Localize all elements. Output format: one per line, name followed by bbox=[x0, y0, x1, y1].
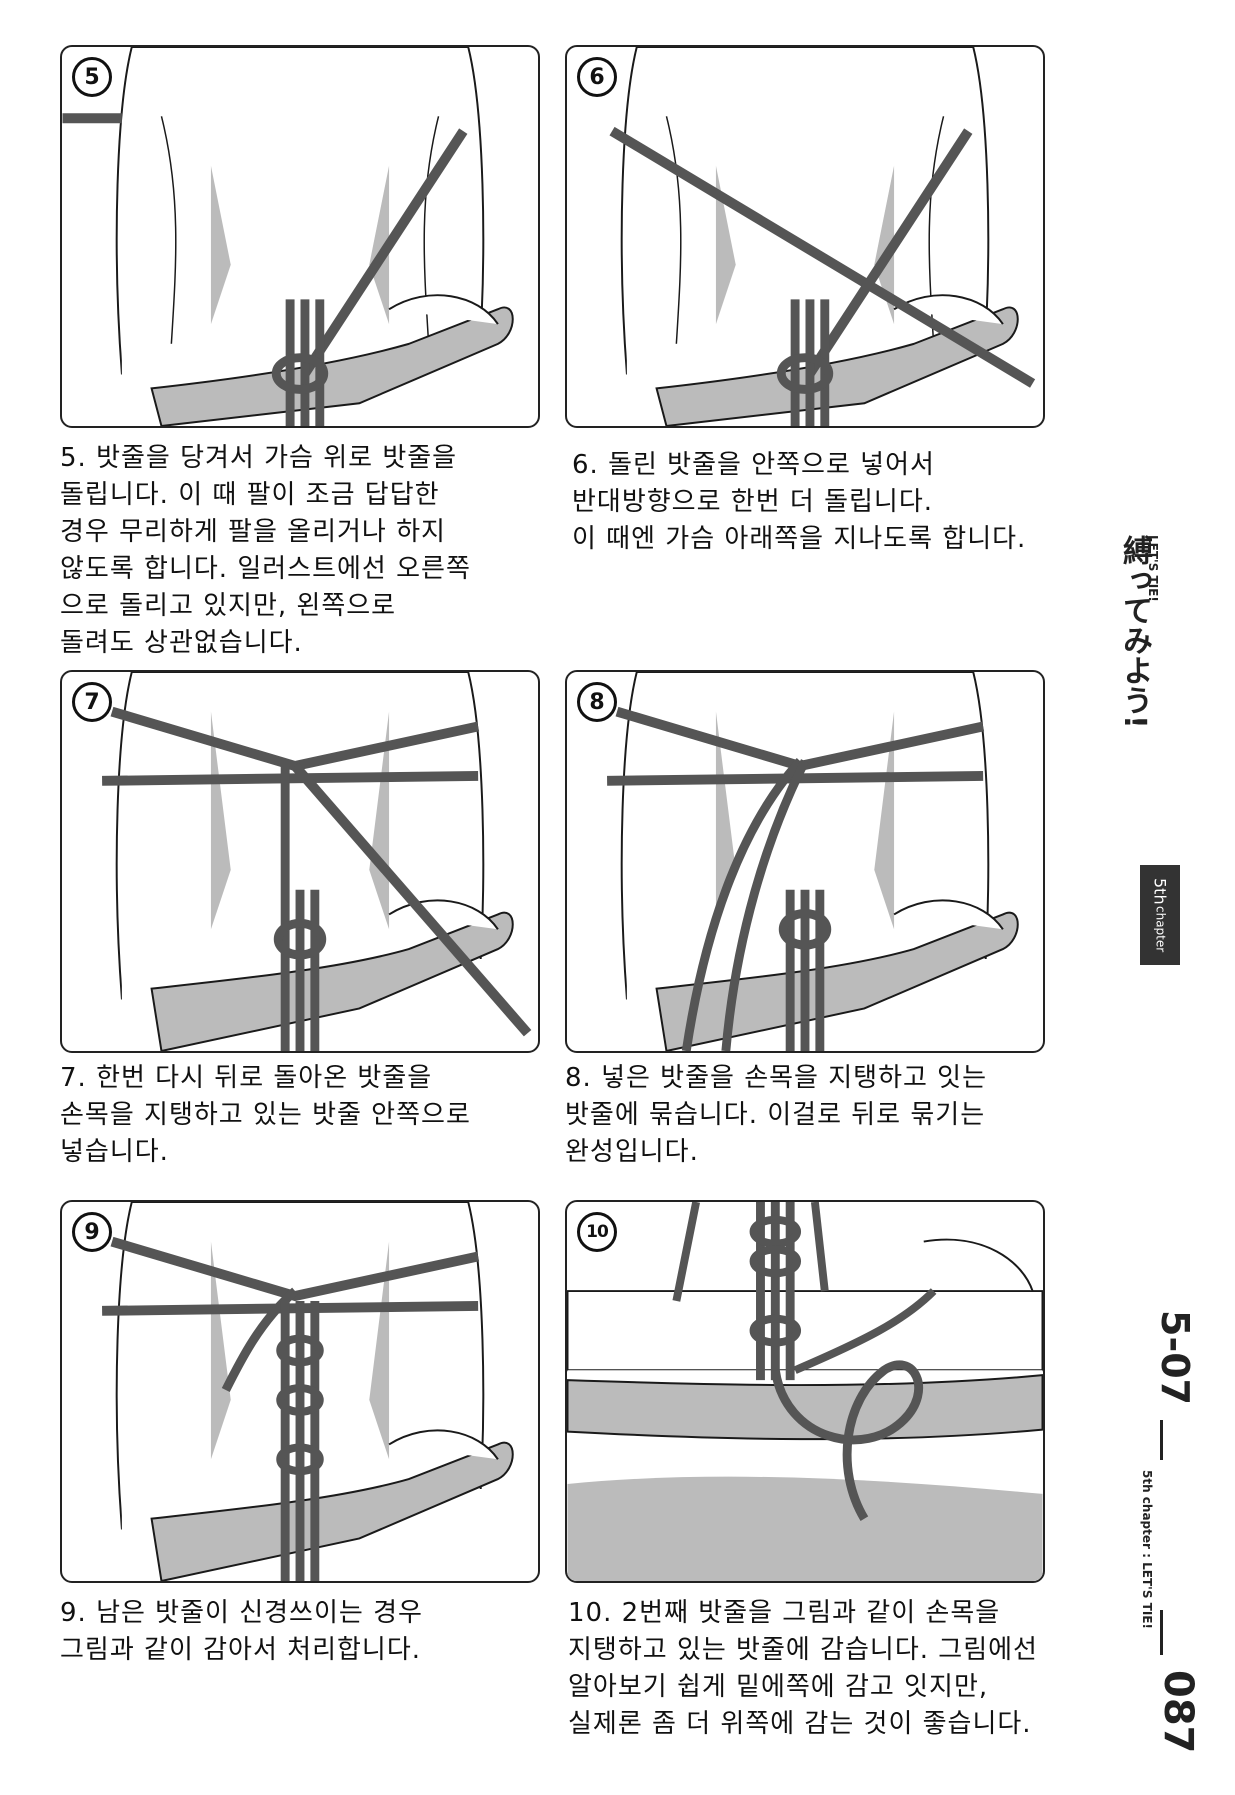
chapter-badge-line: chapter bbox=[1153, 906, 1168, 953]
step-caption: 10. 2번째 밧줄을 그림과 같이 손목을 지탱하고 있는 밧줄에 감습니다.… bbox=[568, 1598, 1038, 1739]
section-number: 5-07 bbox=[1153, 1310, 1197, 1406]
chapter-subtitle: LET'S TIE! bbox=[1146, 535, 1160, 602]
divider bbox=[1160, 1610, 1163, 1655]
step-caption: 6. 돌린 밧줄을 안쪽으로 넣어서 반대방향으로 한번 더 돌립니다. 이 때… bbox=[572, 450, 1027, 554]
illustration-panel-7: 7 bbox=[60, 670, 540, 1053]
section-chapter-line: 5th chapter : bbox=[1140, 1470, 1154, 1558]
illustration-panel-8: 8 bbox=[565, 670, 1045, 1053]
section-chapter-line: LET'S TIE! bbox=[1140, 1562, 1154, 1629]
illustration-panel-6: 6 bbox=[565, 45, 1045, 428]
step-number-badge: 6 bbox=[577, 57, 617, 97]
tying-illustration bbox=[567, 1202, 1043, 1581]
chapter-badge-line: 5th bbox=[1150, 877, 1170, 905]
tying-illustration bbox=[609, 47, 1036, 426]
tying-illustration bbox=[102, 672, 532, 1051]
page-number: 087 bbox=[1155, 1670, 1201, 1754]
tying-illustration bbox=[607, 672, 1019, 1051]
illustration-panel-9: 9 bbox=[60, 1200, 540, 1583]
step-caption: 8. 넣은 밧줄을 손목을 지탱하고 잇는 밧줄에 묶습니다. 이걸로 뒤로 묶… bbox=[565, 1063, 988, 1167]
step-number-badge: 5 bbox=[72, 57, 112, 97]
chapter-badge: 5th chapter bbox=[1140, 865, 1180, 965]
illustration-panel-5: 5 bbox=[60, 45, 540, 428]
tying-illustration bbox=[102, 1202, 514, 1581]
illustration-panel-10: 10 bbox=[565, 1200, 1045, 1583]
tying-illustration bbox=[62, 47, 514, 426]
step-number-badge: 9 bbox=[72, 1212, 112, 1252]
divider bbox=[1160, 1420, 1163, 1460]
chapter-title: 縛ってみよう! bbox=[1117, 535, 1152, 729]
section-chapter-label: 5th chapter : LET'S TIE! bbox=[1140, 1470, 1154, 1629]
step-number-badge: 7 bbox=[72, 682, 112, 722]
step-caption: 7. 한번 다시 뒤로 돌아온 밧줄을 손목을 지탱하고 있는 밧줄 안쪽으로 … bbox=[60, 1063, 471, 1167]
step-caption: 9. 남은 밧줄이 신경쓰이는 경우 그림과 같이 감아서 처리합니다. bbox=[60, 1598, 423, 1665]
step-caption: 5. 밧줄을 당겨서 가슴 위로 밧줄을 돌립니다. 이 때 팔이 조금 답답한… bbox=[60, 443, 471, 658]
step-number-badge: 8 bbox=[577, 682, 617, 722]
step-number-badge: 10 bbox=[577, 1212, 617, 1252]
